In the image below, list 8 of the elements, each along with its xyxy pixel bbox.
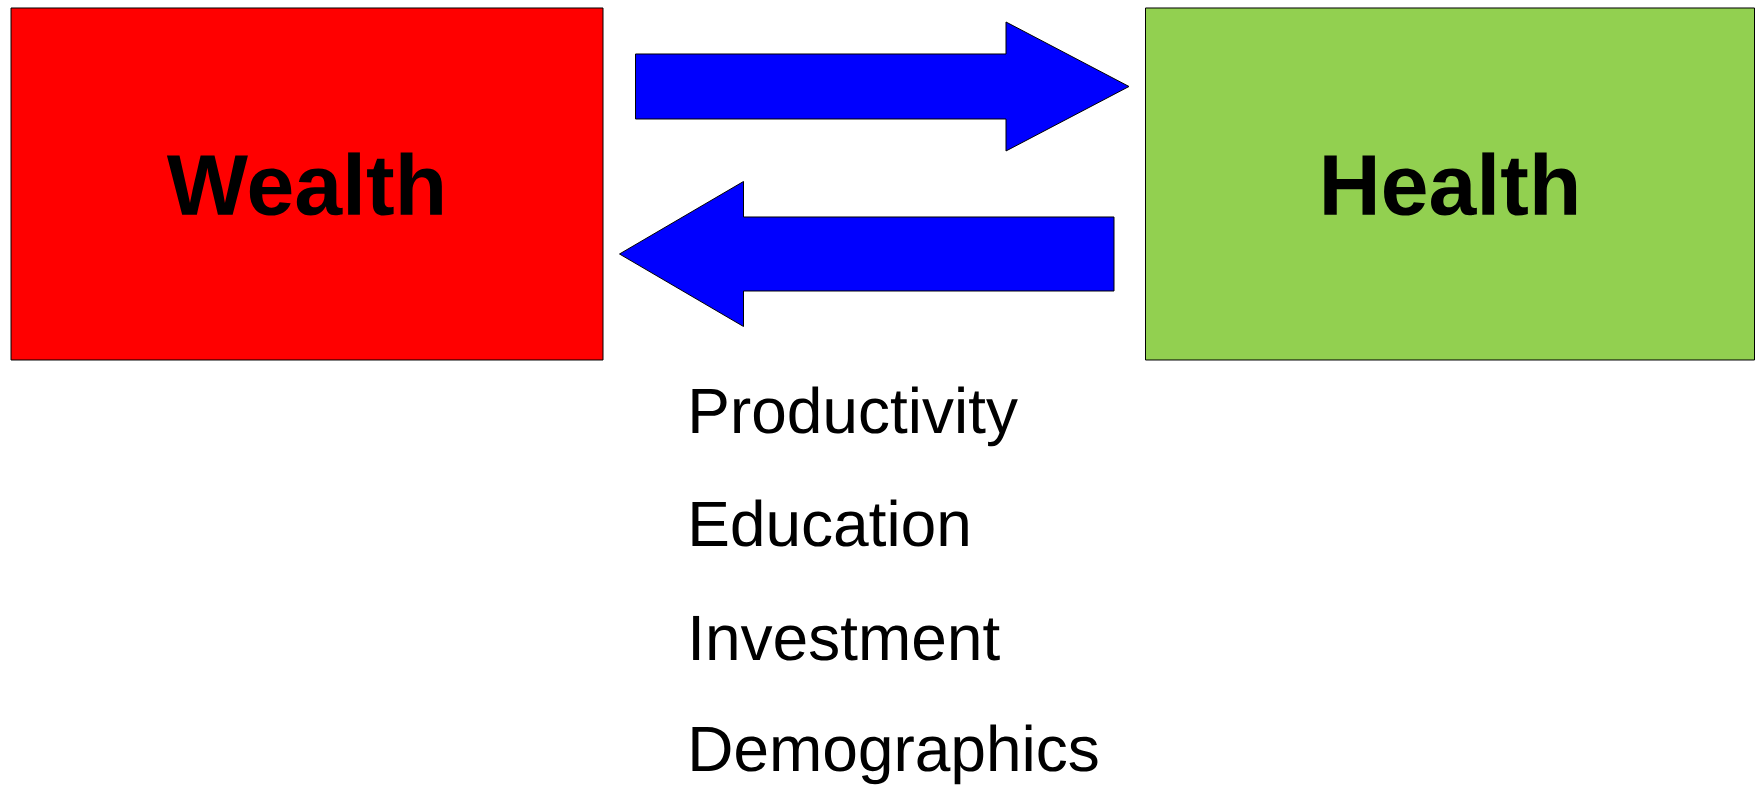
list-item: Investment (693, 615, 1000, 661)
box: Health (1145, 7, 1755, 361)
block-arrow (619, 181, 1115, 327)
list-item: Demographics (692, 724, 1098, 785)
block-arrow (635, 21, 1130, 152)
list-item: Productivity (692, 386, 1018, 447)
list-item: Education (692, 499, 968, 547)
box: Wealth (10, 7, 604, 361)
